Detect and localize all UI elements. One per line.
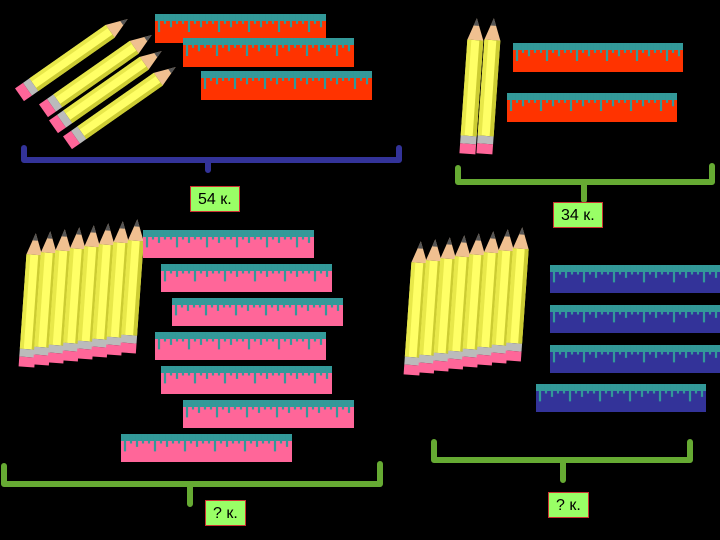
ruler-bottom-right-4 — [536, 384, 706, 412]
ruler-bottom-right-3 — [550, 345, 720, 373]
ruler-bottom-left-7 — [121, 434, 292, 462]
label-top-left: 54 к. — [190, 186, 240, 212]
ruler-bottom-right-1 — [550, 265, 720, 293]
ruler-bottom-left-1 — [143, 230, 314, 258]
label-bottom-right: ? к. — [548, 492, 589, 518]
ruler-top-right-2 — [507, 93, 677, 122]
ruler-bottom-left-4 — [155, 332, 326, 360]
label-top-right: 34 к. — [553, 202, 603, 228]
rulers-layer — [121, 14, 720, 462]
brace-bottom-left — [1, 461, 383, 507]
ruler-bottom-left-5 — [161, 366, 332, 394]
ruler-top-right-1 — [513, 43, 683, 72]
brace-bottom-right — [431, 439, 693, 483]
brace-top-right — [455, 163, 715, 203]
brace-top-left — [21, 145, 402, 173]
ruler-bottom-left-2 — [161, 264, 332, 292]
label-bottom-left: ? к. — [205, 500, 246, 526]
ruler-bottom-right-2 — [550, 305, 720, 333]
ruler-top-left-3 — [201, 71, 372, 100]
ruler-top-left-2 — [183, 38, 354, 67]
ruler-bottom-left-3 — [172, 298, 343, 326]
ruler-bottom-left-6 — [183, 400, 354, 428]
